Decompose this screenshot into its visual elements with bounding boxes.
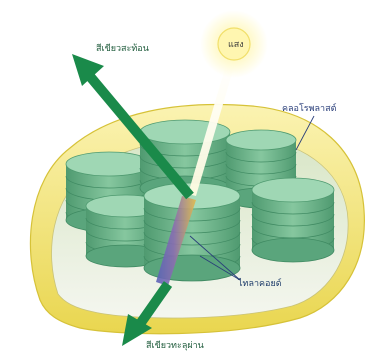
label-green-reflected: สีเขียวสะท้อน	[96, 44, 149, 55]
label-chloroplast: คลอโรพลาสต์	[282, 104, 336, 115]
granum-stack-center	[144, 183, 240, 281]
granum-stack	[252, 178, 334, 262]
label-sunlight: แสง	[228, 40, 244, 51]
label-green-transmitted: สีเขียวทะลุผ่าน	[146, 341, 204, 352]
label-thylakoid: ไทลาคอยด์	[238, 279, 282, 290]
